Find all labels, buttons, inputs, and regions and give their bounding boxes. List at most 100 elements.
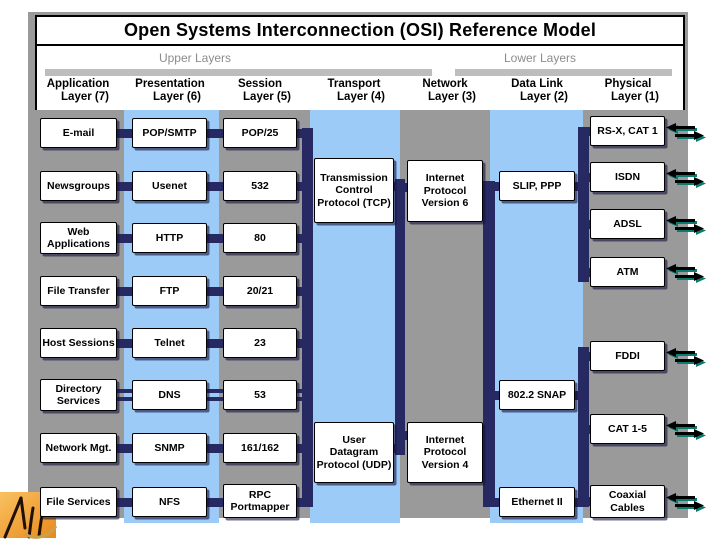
connector: [206, 129, 224, 138]
network-datalink-bus-connector: [483, 181, 495, 507]
node-file-services: File Services: [40, 487, 117, 517]
bidirectional-arrows-icon: [666, 169, 706, 188]
connector-double: [116, 389, 133, 393]
node-directory-services: Directory Services: [40, 379, 117, 411]
node-ipv6: Internet Protocol Version 6: [407, 160, 483, 222]
connector: [573, 182, 580, 191]
node-tcp: Transmission Control Protocol (TCP): [314, 158, 394, 223]
connector: [392, 444, 397, 453]
connector: [116, 182, 133, 191]
node-532: 532: [223, 171, 297, 201]
connector: [296, 444, 304, 453]
connector: [573, 498, 580, 507]
connector: [587, 268, 592, 277]
node-usenet: Usenet: [132, 171, 207, 201]
connector: [206, 182, 224, 191]
node-53: 53: [223, 380, 297, 410]
column-name: Physical: [604, 78, 652, 90]
column-name: Session: [237, 78, 283, 90]
connector: [587, 127, 592, 136]
connector: [587, 425, 592, 434]
node-20-21: 20/21: [223, 276, 297, 306]
connector: [296, 234, 304, 243]
connector-double: [116, 397, 133, 401]
connector: [296, 129, 304, 138]
node-e-mail: E-mail: [40, 118, 117, 148]
node-file-transfer: File Transfer: [40, 276, 117, 306]
bidirectional-arrows-icon: [666, 493, 706, 512]
connector: [296, 287, 304, 296]
connector: [116, 498, 133, 507]
connector-double: [296, 397, 304, 401]
node-802-2-snap: 802.2 SNAP: [499, 380, 575, 410]
connector: [206, 287, 224, 296]
node-telnet: Telnet: [132, 328, 207, 358]
connector-double: [206, 389, 224, 393]
connector-double: [206, 397, 224, 401]
node-coaxial-cables: Coaxial Cables: [590, 485, 665, 518]
connector: [481, 183, 485, 192]
column-layer: Layer (4): [337, 91, 385, 103]
bidirectional-arrows-icon: [666, 123, 706, 142]
transport-network-bus-connector: [395, 179, 405, 455]
node-rs-x-cat-1: RS-X, CAT 1: [590, 116, 665, 146]
upper-layers-bar: [45, 69, 432, 76]
header-band: [35, 46, 685, 110]
bidirectional-arrows-icon: [666, 264, 706, 283]
node-nfs: NFS: [132, 487, 207, 517]
node-161-162: 161/162: [223, 433, 297, 463]
column-layer: Layer (3): [428, 91, 476, 103]
column-layer: Layer (7): [61, 91, 109, 103]
connector: [493, 182, 501, 191]
column-name: Transport: [327, 78, 381, 90]
session-bus-connector: [302, 128, 313, 507]
node-ftp: FTP: [132, 276, 207, 306]
connector: [116, 287, 133, 296]
node-http: HTTP: [132, 223, 207, 253]
connector: [481, 444, 485, 453]
lower-layers-bar: [455, 69, 672, 76]
lower-layers-label: Lower Layers: [503, 51, 577, 65]
node-80: 80: [223, 223, 297, 253]
node-pop-smtp: POP/SMTP: [132, 118, 207, 148]
node-ipv4: Internet Protocol Version 4: [407, 422, 483, 483]
node-atm: ATM: [590, 257, 665, 287]
connector-double: [296, 389, 304, 393]
node-web-applications: Web Applications: [40, 222, 117, 254]
node-host-sessions: Host Sessions: [40, 328, 117, 358]
physical-lower-bus-connector: [578, 347, 589, 507]
column-layer: Layer (5): [243, 91, 291, 103]
column-name: Application: [46, 78, 110, 90]
column-name: Presentation: [135, 78, 205, 90]
connector: [587, 220, 592, 229]
upper-layers-label: Upper Layers: [158, 51, 232, 65]
bidirectional-arrows-icon: [666, 348, 706, 367]
connector: [392, 182, 397, 191]
node-dns: DNS: [132, 380, 207, 410]
node-ethernet-ii: Ethernet II: [499, 487, 575, 517]
connector: [206, 339, 224, 348]
connector: [587, 173, 592, 182]
physical-upper-bus-connector: [578, 127, 589, 282]
connector: [116, 339, 133, 348]
node-udp: User Datagram Protocol (UDP): [314, 422, 394, 483]
connector: [116, 129, 133, 138]
bidirectional-arrows-icon: [666, 421, 706, 440]
column-layer: Layer (6): [153, 91, 201, 103]
connector: [116, 444, 133, 453]
node-newsgroups: Newsgroups: [40, 171, 117, 201]
node-slip-ppp: SLIP, PPP: [499, 171, 575, 201]
connector: [296, 498, 304, 507]
connector: [587, 497, 592, 506]
node-network-mgt: Network Mgt.: [40, 433, 117, 463]
node-adsl: ADSL: [590, 209, 665, 239]
connector: [403, 183, 409, 192]
column-name: Data Link: [511, 78, 563, 90]
